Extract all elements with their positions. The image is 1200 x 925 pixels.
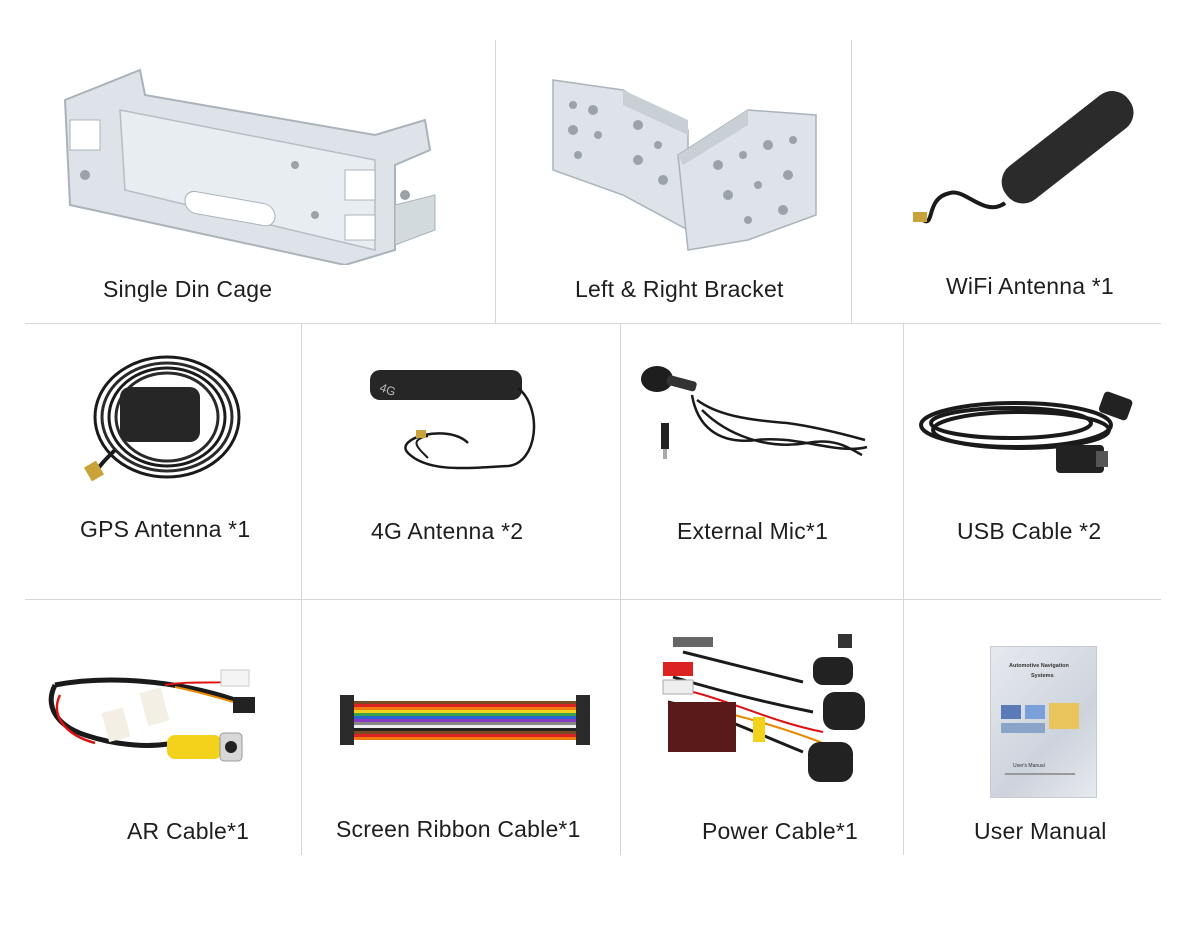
ar-cable-icon xyxy=(45,665,270,765)
divider xyxy=(25,599,1161,600)
divider xyxy=(495,40,496,323)
user-manual-icon: Automotive Navigation Systems User's Man… xyxy=(990,646,1097,798)
manual-caption: User's Manual xyxy=(1013,763,1045,769)
item-label: External Mic*1 xyxy=(677,518,829,544)
manual-title: Automotive Navigation xyxy=(1009,663,1069,669)
4g-badge: 4G xyxy=(378,380,398,399)
item-label: Screen Ribbon Cable*1 xyxy=(336,816,581,842)
usb-cable-icon xyxy=(916,385,1144,480)
gps-antenna-icon xyxy=(75,345,250,485)
wifi-antenna-icon xyxy=(905,88,1140,238)
item-label: USB Cable *2 xyxy=(957,518,1102,544)
single-din-cage-icon xyxy=(45,65,440,265)
microphone-icon xyxy=(637,365,869,465)
power-cable-icon xyxy=(643,632,868,787)
divider xyxy=(903,323,904,855)
item-label: User Manual xyxy=(974,818,1107,844)
divider xyxy=(851,40,852,323)
item-label: WiFi Antenna *1 xyxy=(946,273,1114,299)
divider xyxy=(25,323,1161,324)
item-label: 4G Antenna *2 xyxy=(371,518,524,544)
item-label: Left & Right Bracket xyxy=(575,276,784,302)
divider xyxy=(620,323,621,855)
divider xyxy=(301,323,302,855)
ribbon-cable-icon xyxy=(340,693,592,748)
item-label: Power Cable*1 xyxy=(702,818,859,844)
item-label: AR Cable*1 xyxy=(127,818,250,844)
4g-antenna-icon: 4G xyxy=(368,368,543,483)
manual-title: Systems xyxy=(1031,673,1054,679)
item-label: GPS Antenna *1 xyxy=(80,516,251,542)
item-label: Single Din Cage xyxy=(103,276,273,302)
bracket-icon xyxy=(548,75,820,255)
